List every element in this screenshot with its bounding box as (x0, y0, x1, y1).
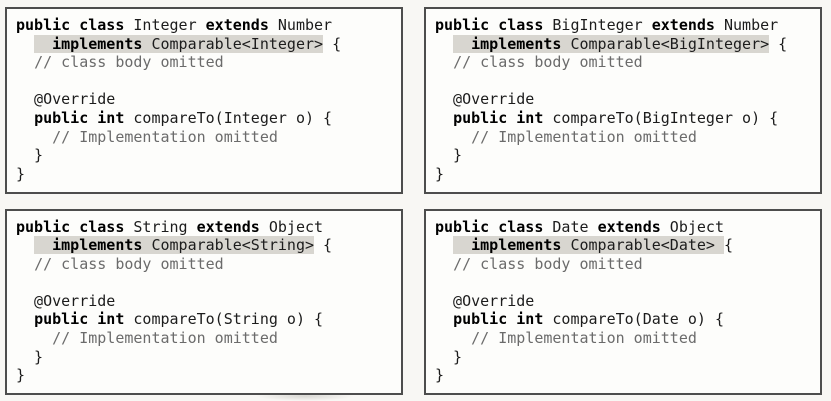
code-block: public class BigInteger extends Number i… (435, 16, 811, 183)
code-panel-biginteger: public class BigInteger extends Number i… (424, 7, 822, 194)
code-line: implements Comparable<BigInteger> { (453, 34, 788, 53)
code-line: // class body omitted (34, 254, 224, 273)
code-line: // Implementation omitted (471, 127, 697, 146)
code-line: // class body omitted (453, 254, 643, 273)
code-line: // Implementation omitted (52, 127, 278, 146)
code-panel-date: public class Date extends Object impleme… (424, 208, 822, 395)
code-block: public class Integer extends Number impl… (16, 16, 392, 183)
code-line: } (16, 347, 44, 366)
code-line: public class String extends Object (16, 217, 324, 236)
code-line: // Implementation omitted (52, 329, 278, 348)
code-line: // Implementation omitted (471, 329, 697, 348)
code-line (16, 273, 392, 292)
code-line: } (435, 366, 445, 385)
code-line: public int compareTo(String o) { (34, 310, 324, 329)
code-line: public int compareTo(BigInteger o) { (453, 108, 779, 127)
code-line: @Override (16, 291, 116, 310)
code-line: } (16, 366, 26, 385)
code-line: implements Comparable<Integer> { (34, 34, 342, 53)
code-line: public int compareTo(Date o) { (453, 310, 724, 329)
code-panel-string: public class String extends Object imple… (5, 208, 403, 395)
code-line: // class body omitted (453, 53, 643, 72)
code-line (16, 72, 392, 91)
code-line: } (435, 347, 463, 366)
code-block: public class Date extends Object impleme… (435, 218, 811, 385)
code-line: implements Comparable<Date> { (453, 236, 734, 255)
code-line: public class Date extends Object (435, 217, 724, 236)
code-line: } (16, 164, 26, 183)
code-line (435, 72, 811, 91)
code-block: public class String extends Object imple… (16, 218, 392, 385)
code-panel-integer: public class Integer extends Number impl… (5, 7, 403, 194)
code-line: @Override (435, 291, 535, 310)
code-line: public class Integer extends Number (16, 16, 333, 34)
code-line (435, 273, 811, 292)
code-line: @Override (16, 90, 116, 109)
code-line: } (435, 164, 445, 183)
code-line: @Override (435, 90, 535, 109)
code-line: } (435, 146, 463, 165)
code-line: public int compareTo(Integer o) { (34, 108, 333, 127)
code-line: // class body omitted (34, 53, 224, 72)
code-line: public class BigInteger extends Number (435, 16, 779, 34)
code-line: implements Comparable<String> { (34, 236, 333, 255)
code-line: } (16, 146, 44, 165)
